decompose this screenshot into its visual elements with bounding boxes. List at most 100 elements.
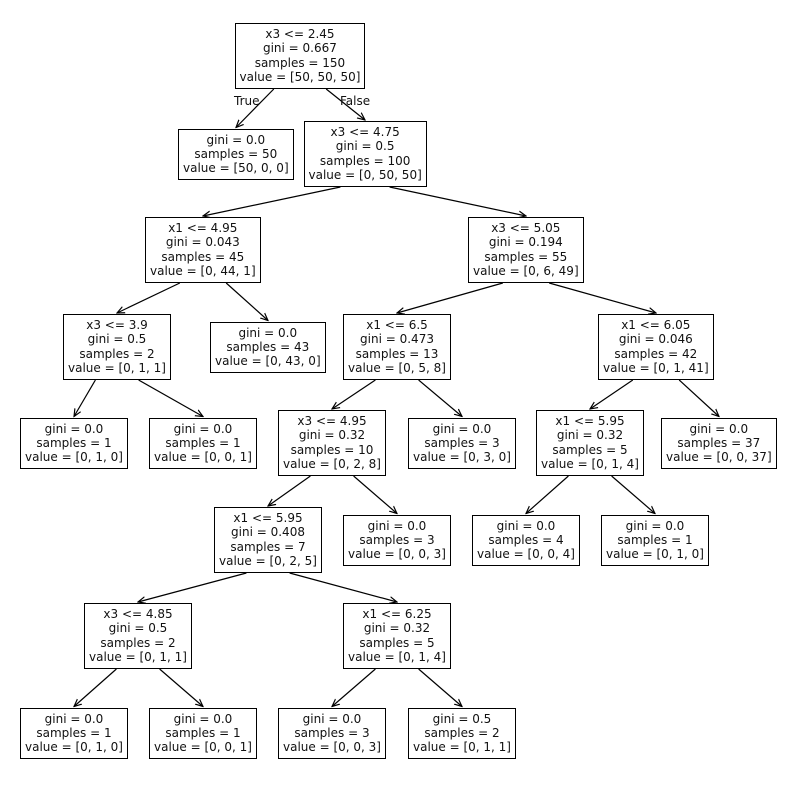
edge-n4-n8 xyxy=(549,282,656,313)
node-line: value = [0, 0, 1] xyxy=(154,740,252,755)
node-line: samples = 100 xyxy=(319,153,411,168)
node-line: value = [0, 5, 8] xyxy=(348,361,446,376)
edge-n5-n9 xyxy=(74,379,96,417)
node-line: value = [0, 1, 4] xyxy=(348,650,446,665)
edge-n13-n17 xyxy=(526,475,569,514)
node-line: gini = 0.473 xyxy=(360,332,434,347)
node-line: samples = 4 xyxy=(488,532,564,547)
node-line: x3 <= 4.75 xyxy=(330,125,400,139)
node-line: samples = 1 xyxy=(617,532,693,547)
node-line: samples = 55 xyxy=(484,249,568,264)
node-line: samples = 5 xyxy=(359,635,435,650)
node-line: samples = 13 xyxy=(355,346,439,361)
node-line: value = [0, 6, 49] xyxy=(473,264,579,279)
node-line: samples = 45 xyxy=(161,249,245,264)
node-line: gini = 0.0 xyxy=(367,518,427,533)
node-line: value = [0, 1, 1] xyxy=(68,361,166,376)
true-edge-label: True xyxy=(234,94,260,108)
edge-n20-n24 xyxy=(418,668,462,707)
node-line: x3 <= 4.85 xyxy=(103,607,173,621)
node-line: samples = 1 xyxy=(165,435,241,450)
node-line: gini = 0.32 xyxy=(298,428,366,443)
node-line: gini = 0.0 xyxy=(238,325,298,340)
node-line: gini = 0.408 xyxy=(231,525,305,540)
node-line: x1 <= 6.5 xyxy=(366,318,428,332)
node-line: samples = 50 xyxy=(194,146,278,161)
node-line: value = [0, 2, 8] xyxy=(283,457,381,472)
node-line: gini = 0.0 xyxy=(173,421,233,436)
node-line: gini = 0.0 xyxy=(625,518,685,533)
node-line: gini = 0.32 xyxy=(363,621,431,636)
node-line: gini = 0.194 xyxy=(488,235,563,250)
node-line: samples = 2 xyxy=(79,346,155,361)
node-line: value = [0, 50, 50] xyxy=(308,168,422,183)
node-line: x3 <= 5.05 xyxy=(491,221,561,235)
node-line: gini = 0.0 xyxy=(44,711,104,726)
node-line: value = [0, 43, 0] xyxy=(215,354,321,369)
node-line: gini = 0.5 xyxy=(335,139,395,154)
edge-n11-n15 xyxy=(268,475,311,506)
node-line: samples = 2 xyxy=(424,725,500,740)
edge-n5-n10 xyxy=(138,379,203,417)
node-line: samples = 5 xyxy=(552,442,628,457)
node-line: value = [50, 50, 50] xyxy=(239,70,361,85)
false-edge-label: False xyxy=(340,94,371,108)
node-line: gini = 0.5 xyxy=(108,621,168,636)
node-line: samples = 1 xyxy=(165,725,241,740)
node-line: value = [0, 1, 0] xyxy=(25,450,123,465)
node-line: gini = 0.0 xyxy=(496,518,556,533)
node-line: samples = 43 xyxy=(226,339,310,354)
node-line: samples = 3 xyxy=(424,435,500,450)
node-line: gini = 0.0 xyxy=(432,421,492,436)
node-line: samples = 37 xyxy=(677,435,761,450)
node-line: x1 <= 4.95 xyxy=(168,221,238,235)
node-line: value = [0, 2, 5] xyxy=(219,554,317,569)
node-line: x1 <= 6.25 xyxy=(362,607,432,621)
node-line: x1 <= 5.95 xyxy=(555,414,625,428)
node-line: gini = 0.5 xyxy=(87,332,147,347)
edge-n11-n16 xyxy=(353,475,397,514)
node-line: value = [0, 1, 41] xyxy=(603,361,709,376)
edge-n19-n21 xyxy=(74,668,117,707)
node-line: samples = 1 xyxy=(36,435,112,450)
node-line: value = [0, 0, 4] xyxy=(477,547,575,562)
node-line: gini = 0.667 xyxy=(262,41,337,56)
node-line: samples = 150 xyxy=(254,55,346,70)
node-line: samples = 42 xyxy=(614,346,698,361)
node-line: value = [0, 0, 1] xyxy=(154,450,252,465)
node-line: value = [0, 0, 3] xyxy=(283,740,381,755)
node-line: value = [0, 0, 3] xyxy=(348,547,446,562)
edge-n7-n11 xyxy=(332,379,376,409)
edge-n8-n13 xyxy=(590,379,634,409)
node-line: samples = 2 xyxy=(100,635,176,650)
node-line: samples = 7 xyxy=(230,539,306,554)
node-line: gini = 0.0 xyxy=(173,711,233,726)
node-line: gini = 0.0 xyxy=(206,132,266,147)
node-line: gini = 0.046 xyxy=(618,332,693,347)
edge-n19-n22 xyxy=(159,668,203,707)
edge-n0-n2 xyxy=(325,88,365,120)
node-line: value = [0, 1, 1] xyxy=(413,740,511,755)
node-line: gini = 0.0 xyxy=(44,421,104,436)
edge-n15-n19 xyxy=(138,572,247,602)
edge-n2-n4 xyxy=(389,186,526,216)
node-line: gini = 0.0 xyxy=(302,711,362,726)
